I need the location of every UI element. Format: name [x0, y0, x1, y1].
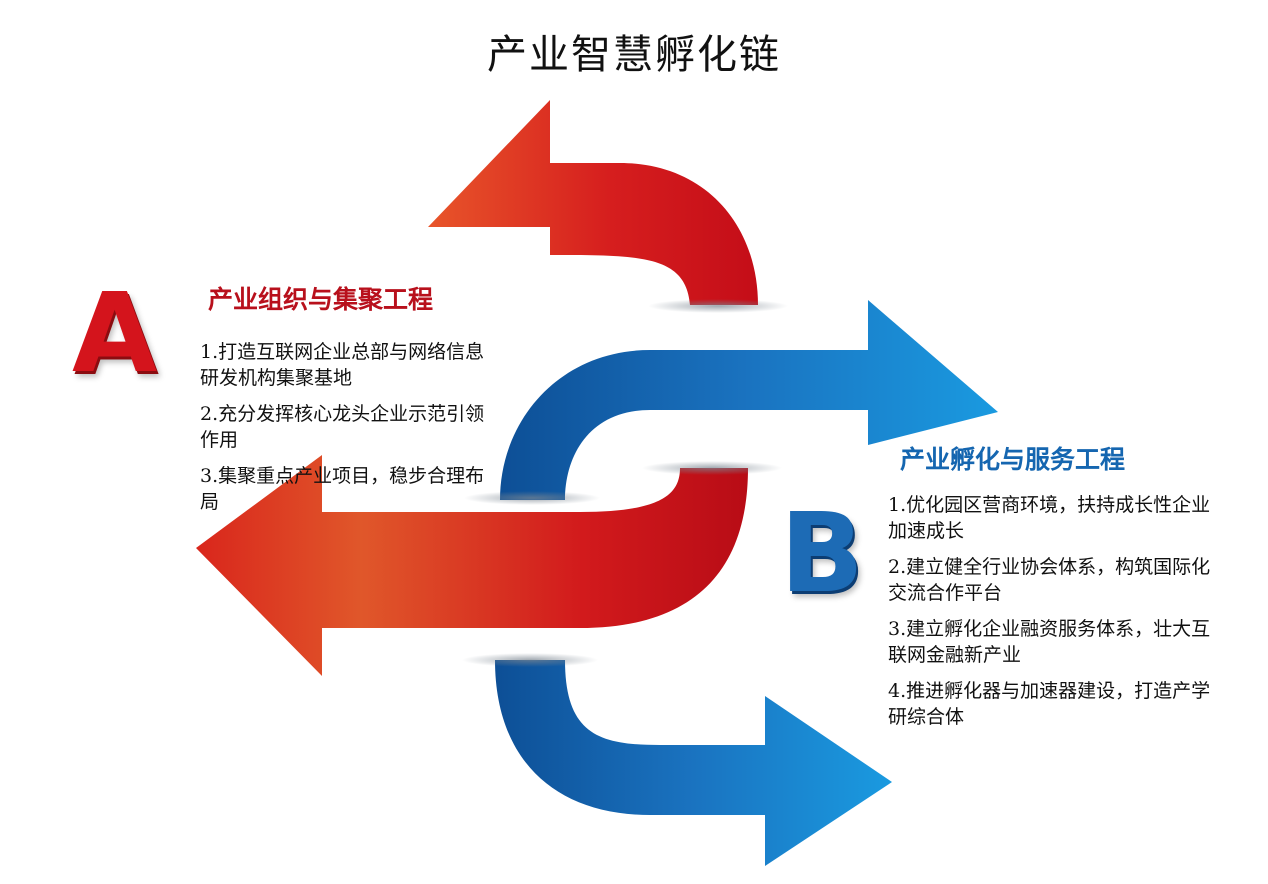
section-a-letter: A: [72, 269, 158, 397]
blue-middle-arrow: [500, 300, 998, 500]
section-a-heading: 产业组织与集聚工程: [208, 285, 434, 314]
list-item: 2.建立健全行业协会体系，构筑国际化交流合作平台: [888, 556, 1211, 604]
red-top-arrow: [428, 100, 758, 305]
section-b-letter: B: [780, 489, 864, 617]
section-a-list: 1.打造互联网企业总部与网络信息研发机构集聚基地 2.充分发挥核心龙头企业示范引…: [200, 339, 500, 525]
list-item: 3.集聚重点产业项目，稳步合理布局: [200, 465, 485, 513]
page-title: 产业智慧孵化链: [487, 32, 781, 78]
fold-shadow: [642, 461, 782, 475]
list-item: 4.推进孵化器与加速器建设，打造产学研综合体: [888, 680, 1211, 728]
fold-shadow: [464, 491, 600, 505]
list-item: 3.建立孵化企业融资服务体系，壮大互联网金融新产业: [888, 618, 1211, 666]
fold-shadow: [462, 653, 598, 667]
blue-bottom-arrow: [495, 660, 892, 866]
section-b-heading: 产业孵化与服务工程: [900, 445, 1126, 474]
list-item: 1.优化园区营商环境，扶持成长性企业加速成长: [888, 494, 1211, 542]
list-item: 1.打造互联网企业总部与网络信息研发机构集聚基地: [200, 341, 485, 389]
fold-shadow: [648, 299, 788, 313]
section-b-list: 1.优化园区营商环境，扶持成长性企业加速成长 2.建立健全行业协会体系，构筑国际…: [888, 492, 1223, 740]
list-item: 2.充分发挥核心龙头企业示范引领作用: [200, 403, 485, 451]
red-bottom-arrow: [196, 455, 748, 676]
